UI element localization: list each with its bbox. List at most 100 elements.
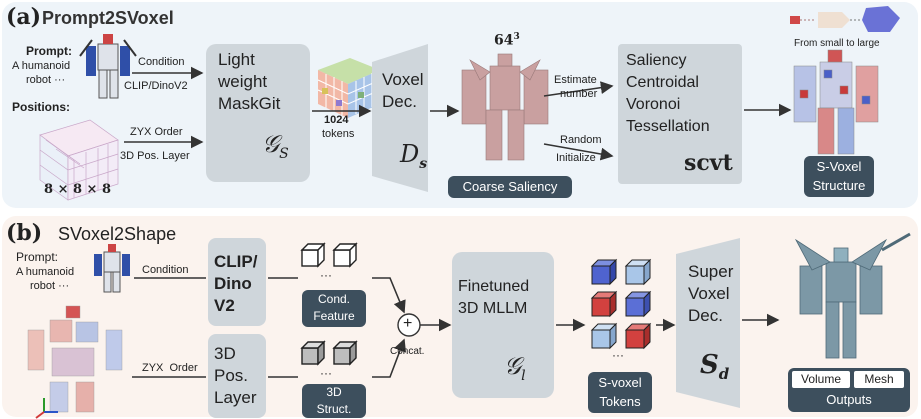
cond-feature-line-1: Cond. [317,292,351,306]
maskgit-line-3: MaskGit [218,94,281,113]
super-decoder-line-2: Voxel [688,284,730,303]
mllm-symbol: 𝒢l [504,352,526,384]
super-symbol-sub: d [718,365,730,384]
mllm-module: Finetuned 3D MLLM 𝒢l [452,252,554,398]
voxel-decoder-shape [372,44,428,192]
clip-line-3: V2 [214,296,235,315]
coarse-saliency-label: Coarse Saliency [448,176,572,198]
prompt-text-a-2: robot ··· [26,74,66,86]
prompt-label-a: Prompt: [26,44,72,58]
resolution-label: 643 [494,32,520,49]
panel-a-background [2,2,918,208]
mllm-symbol-main: 𝒢 [504,352,522,380]
voxel-decoder-line-2: Dec. [382,92,417,111]
scvt-line-3: Voronoi [626,96,681,113]
random-label-2: Initialize [556,152,596,164]
svoxel-structure-label: S-Voxel Structure [804,156,874,197]
mllm-line-2: 3D MLLM [458,300,528,317]
plus-sign: + [403,315,413,332]
mesh-tag: Mesh [854,371,904,388]
token-cube [317,58,381,118]
mllm-symbol-sub: l [521,367,526,384]
super-decoder-symbol: Sd [700,350,729,383]
svoxel-structure-robot [793,49,879,155]
coarse-saliency-robot [461,53,549,161]
poslayer-line-3: Layer [214,388,257,407]
poslayer-line-1: 3D [214,344,236,363]
super-symbol-main: S [700,350,719,380]
zyx-order-label-a: ZYX Order [130,126,183,138]
robot-prompt-icon-b [94,244,130,293]
robot-prompt-icon-a [79,34,137,99]
svoxel-tokens-label: S-voxel Tokens [588,372,652,413]
condition-label-b: Condition [142,264,189,276]
panel-a-letter: (a) [6,4,42,30]
svoxel-structure-line-1: S-Voxel [816,159,862,174]
exploded-voxel-robot [27,305,123,413]
scvt-line-4: Tessellation [626,118,710,135]
prompt-text-b-2: robot ··· [30,280,70,292]
maskgit-symbol: 𝒢S [262,130,289,162]
decoder-symbol-main: D [400,140,420,168]
super-voxel-decoder-shape [676,238,740,408]
struct-label: 3D Struct. [302,384,366,418]
zyx-order-label-b: ZYX Order [142,362,198,374]
maskgit-symbol-sub: S [279,145,289,162]
mllm-line-1: Finetuned [458,278,530,295]
prompt-text-a-1: A humanoid [12,60,71,72]
svoxel-structure-line-2: Structure [812,178,866,193]
super-decoder-line-1: Super [688,262,734,281]
clip-line-2: Dino [214,274,252,293]
maskgit-line-2: weight [218,72,268,91]
voxel-decoder-line-1: Voxel [382,70,424,89]
svoxel-tokens-line-1: S-voxel [598,375,642,390]
tokens-count: 1024 [324,114,349,126]
struct-line-2: Struct. [316,402,352,416]
scvt-line-1: Saliency [626,52,687,69]
outputs-label: Outputs [826,392,872,407]
estimate-label-1: Estimate [554,74,597,86]
svoxel-tokens-line-2: Tokens [599,394,641,409]
poslayer-line-2: Pos. [214,366,249,385]
positions-label: Positions: [12,100,71,114]
maskgit-module: Light weight MaskGit 𝒢S [206,44,310,182]
small-to-large-label: From small to large [794,38,880,49]
condition-label-a: Condition [138,56,185,68]
struct-line-1: 3D [326,385,342,399]
svoxel-token-dots: ··· [612,348,624,362]
svoxel-token-cubes [590,258,652,350]
pos-layer-module: 3D Pos. Layer [208,334,266,418]
resolution-base: 64 [494,32,514,49]
concat-label: Concat. [390,346,425,357]
axis-gizmo-icon [35,398,58,419]
maskgit-symbol-main: 𝒢 [262,130,280,158]
random-label-1: Random [560,134,602,146]
output-mesh-robot [794,232,911,359]
decoder-symbol-sub: s [419,155,428,172]
scvt-line-2: Centroidal [626,74,699,91]
small-to-large-icon [790,6,900,32]
super-decoder-line-3: Dec. [688,306,723,325]
grid-size-label: 8 × 8 × 8 [44,182,112,197]
cond-feature-dots: ··· [320,268,332,282]
panel-a-title: Prompt2SVoxel [42,8,174,28]
pos-layer-label-a: 3D Pos. Layer [120,150,190,162]
prompt-text-b-1: A humanoid [16,266,75,278]
scvt-module: Saliency Centroidal Voronoi Tessellation… [618,44,742,184]
cond-feature-line-2: Feature [313,309,355,323]
maskgit-line-1: Light [218,50,255,69]
panel-b-title: SVoxel2Shape [58,224,177,244]
resolution-exp: 3 [513,32,520,42]
voxel-decoder-symbol: Ds [400,140,427,172]
cond-feature-label: Cond. Feature [302,290,366,327]
outputs-group: Volume Mesh Outputs [788,368,910,412]
prompt-label-b: Prompt: [16,250,59,264]
tokens-label: tokens [322,128,355,140]
position-grid-cube [39,119,119,201]
volume-tag: Volume [792,371,850,388]
scvt-symbol: scvt [684,150,733,176]
struct-cubes [300,340,358,366]
panel-b-letter: (b) [6,220,43,246]
clip-dino-label-a: CLIP/DinoV2 [124,80,188,92]
